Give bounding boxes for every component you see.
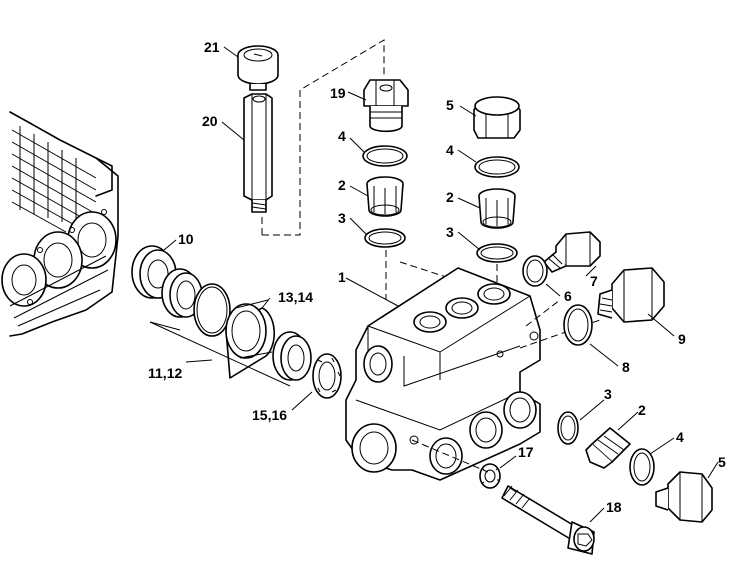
callout-3b: 3 (446, 224, 454, 240)
callout-17: 17 (518, 444, 534, 460)
callout-2b: 2 (446, 189, 454, 205)
callout-19: 19 (330, 85, 346, 101)
callout-9: 9 (678, 331, 686, 347)
plug-7 (543, 231, 601, 273)
retainer-15-16 (312, 353, 342, 399)
callout-3a: 3 (338, 210, 346, 226)
callout-21: 21 (204, 39, 220, 55)
valve-2a (366, 176, 404, 217)
callout-5c: 5 (718, 454, 726, 470)
plug-5a (473, 96, 521, 139)
pressure-gauge (237, 45, 279, 91)
o-ring-4b (474, 156, 520, 178)
callout-2a: 2 (338, 177, 346, 193)
callout-18: 18 (606, 499, 622, 515)
leader-dashed-gauge (262, 39, 385, 236)
callout-10: 10 (178, 231, 194, 247)
callout-5a: 5 (446, 97, 454, 113)
plug-19 (363, 79, 409, 133)
dashed-bolt-line (411, 439, 489, 473)
callout-7: 7 (590, 273, 598, 289)
valve-2b (478, 188, 516, 229)
callout-6: 6 (564, 288, 572, 304)
plug-9 (597, 267, 665, 323)
leader-lines (163, 46, 719, 523)
o-ring-8 (563, 304, 593, 346)
callout-2c: 2 (638, 402, 646, 418)
gauge-adapter (243, 93, 273, 213)
callout-labels: 21 20 19 4 2 3 5 4 2 3 10 1 13,14 7 6 9 … (148, 39, 726, 515)
seal-15-16 (272, 331, 312, 381)
bracket-11-12 (149, 321, 291, 387)
callout-4b: 4 (446, 142, 454, 158)
callout-20: 20 (202, 113, 218, 129)
callout-8: 8 (622, 359, 630, 375)
bracket-11-12-b (149, 321, 181, 331)
callout-1: 1 (338, 269, 346, 285)
callout-4a: 4 (338, 128, 346, 144)
bolt-18 (501, 485, 595, 555)
pump-crankcase (1, 111, 119, 337)
valve-2c (585, 427, 631, 469)
sleeve-13-14 (225, 299, 276, 379)
manifold-body (345, 267, 541, 481)
callout-11-12: 11,12 (148, 365, 182, 381)
washer-17 (479, 463, 501, 489)
callout-3c: 3 (604, 386, 612, 402)
callout-13-14: 13,14 (278, 289, 313, 305)
plug-5c (655, 471, 713, 523)
dashed-alignment-lines (385, 250, 498, 300)
callout-4c: 4 (676, 429, 684, 445)
o-ring-11-12 (193, 283, 231, 337)
o-ring-4a (362, 145, 408, 167)
callout-15-16: 15,16 (252, 407, 287, 423)
